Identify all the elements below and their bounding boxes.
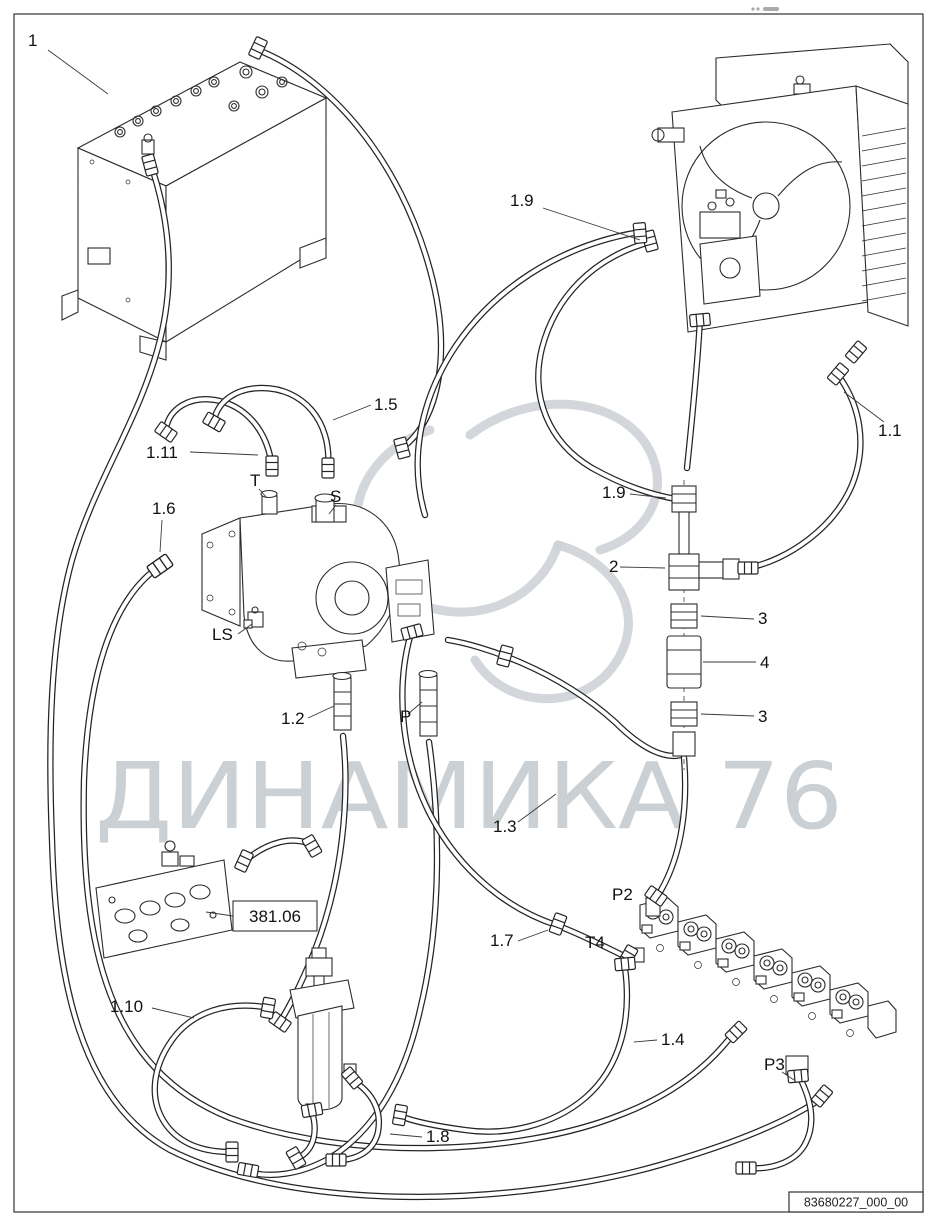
ref-block-381-06: 381.06 — [232, 900, 318, 932]
hydraulic-tank — [61, 61, 328, 361]
title-block: 83680227_000_00 — [788, 1191, 924, 1213]
watermark: ДИНАМИКА 76 — [95, 399, 843, 850]
port-label-t: T — [250, 471, 260, 490]
port-label-p2: P2 — [612, 885, 633, 904]
callout-1-5: 1.5 — [374, 395, 398, 414]
filter-assembly — [289, 947, 357, 1115]
fitting-3-lower — [670, 701, 698, 727]
valve-section — [753, 948, 793, 990]
callout-1-10: 1.10 — [110, 997, 143, 1016]
callout-labels: 1 1.9 1.1 1.5 1.11 T S 1.6 1.9 2 3 4 3 L… — [28, 31, 902, 1146]
port-label-s: S — [330, 487, 341, 506]
leader-lines — [47, 49, 885, 1138]
port-label-t4: T4 — [585, 933, 605, 952]
port-label-p: P — [400, 707, 411, 726]
callout-2: 2 — [609, 557, 618, 576]
radiator-core-fins-icon — [861, 127, 907, 302]
fitting-3-upper — [670, 603, 698, 629]
callout-1-9-upper: 1.9 — [510, 191, 534, 210]
callout-1-3: 1.3 — [493, 817, 517, 836]
callout-1-2: 1.2 — [281, 709, 305, 728]
callout-1-8: 1.8 — [426, 1127, 450, 1146]
pump-port-ls — [243, 606, 264, 629]
callout-1-6: 1.6 — [152, 499, 176, 518]
pump-port-s — [314, 493, 336, 523]
valve-bank — [627, 897, 897, 1075]
callout-3-lower: 3 — [758, 707, 767, 726]
watermark-text: ДИНАМИКА 76 — [95, 743, 843, 850]
pump-port-t — [260, 489, 278, 515]
callout-1-1: 1.1 — [878, 421, 902, 440]
valve-section — [791, 965, 831, 1007]
pump-port-fitting-1-2 — [332, 671, 352, 731]
callout-1-9-lower: 1.9 — [602, 483, 626, 502]
corner-mark-icon — [751, 7, 779, 11]
manifold-top-fitting — [161, 840, 195, 867]
callout-1-4: 1.4 — [661, 1030, 685, 1049]
oil-cooler — [651, 43, 909, 365]
hydraulic-pump — [201, 489, 438, 737]
valve-end-plate — [867, 1000, 897, 1039]
callout-3-upper: 3 — [758, 609, 767, 628]
tank-top-fittings-icon — [114, 65, 288, 155]
tee-fitting-2 — [668, 553, 740, 591]
drawing-border — [13, 13, 924, 1213]
callout-1: 1 — [28, 31, 37, 50]
valve-section — [677, 914, 717, 956]
pump-port-fitting-p — [418, 669, 438, 737]
ref-block-label: 381.06 — [249, 907, 301, 926]
callout-1-7: 1.7 — [490, 931, 514, 950]
part-4-body — [666, 635, 702, 689]
cooler-fan-icon — [681, 121, 851, 291]
callout-4: 4 — [760, 653, 769, 672]
fitting-stack — [666, 480, 740, 770]
port-label-p3: P3 — [764, 1055, 785, 1074]
elbow-fitting-bottom — [672, 731, 696, 757]
elbow-fitting-1-9 — [671, 485, 697, 513]
manifold-block — [95, 840, 233, 959]
callout-1-11: 1.11 — [146, 443, 178, 462]
port-label-ls: LS — [212, 625, 233, 644]
valve-section — [715, 931, 755, 973]
doc-number: 83680227_000_00 — [804, 1196, 908, 1210]
valve-section — [829, 982, 869, 1024]
